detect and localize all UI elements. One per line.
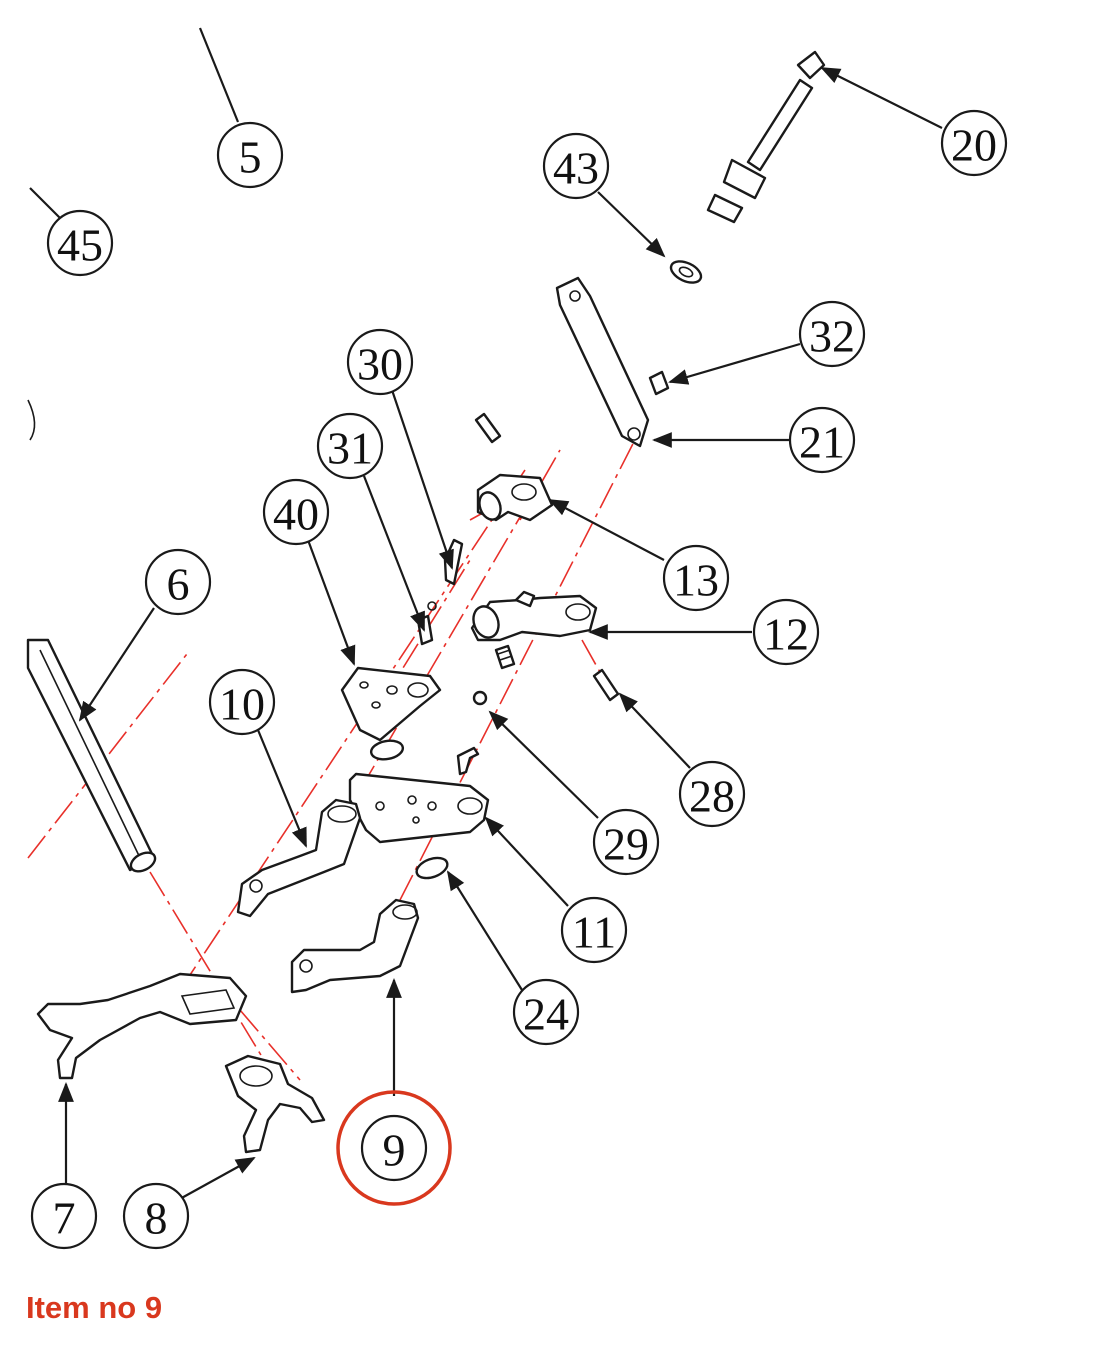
callout-9: 9 xyxy=(336,1090,452,1206)
callout-20: 20 xyxy=(940,109,1008,177)
callout-11-label: 11 xyxy=(572,907,616,958)
callout-24-label: 24 xyxy=(523,989,569,1040)
part-29-ball xyxy=(472,690,488,706)
callout-24: 24 xyxy=(512,978,580,1046)
callout-43: 43 xyxy=(542,132,610,200)
callout-29: 29 xyxy=(592,808,660,876)
part-45-fragment xyxy=(27,399,36,441)
callout-10: 10 xyxy=(208,668,276,736)
callout-45-label: 45 xyxy=(57,220,103,271)
part-21-lever xyxy=(555,276,650,448)
callout-5: 5 xyxy=(216,121,284,189)
callout-30-label: 30 xyxy=(357,339,403,390)
part-10-shift-lever xyxy=(236,798,362,918)
callout-21-label: 21 xyxy=(799,417,845,468)
callout-40-label: 40 xyxy=(273,489,319,540)
part-12-lever xyxy=(470,590,598,642)
callout-32: 32 xyxy=(798,300,866,368)
callout-10-label: 10 xyxy=(219,679,265,730)
callout-31: 31 xyxy=(316,412,384,480)
part-9-shift-lever xyxy=(290,898,420,994)
highlight-ring xyxy=(336,1090,452,1206)
callout-12-label: 12 xyxy=(763,609,809,660)
item-caption: Item no 9 xyxy=(26,1290,163,1325)
part-43-washer xyxy=(669,260,703,284)
callout-29-label: 29 xyxy=(603,819,649,870)
callout-45: 45 xyxy=(46,209,114,277)
callout-12: 12 xyxy=(752,598,820,666)
callout-7-label: 7 xyxy=(53,1193,76,1244)
part-13-bracket xyxy=(476,473,554,522)
part-7-shift-fork xyxy=(36,972,248,1080)
callout-13-label: 13 xyxy=(673,555,719,606)
part-6-shaft xyxy=(26,638,157,873)
callout-21: 21 xyxy=(788,406,856,474)
callout-9-label: 9 xyxy=(383,1125,406,1176)
part-11-plate xyxy=(348,772,490,844)
leader-lines xyxy=(29,27,943,1201)
part-24-o-ring xyxy=(415,856,449,880)
part-32-screw xyxy=(648,370,670,396)
part-20-sensor xyxy=(706,50,826,224)
screw-part xyxy=(456,746,480,776)
callout-6: 6 xyxy=(144,548,212,616)
callout-5-label: 5 xyxy=(239,132,262,183)
part-40-plate xyxy=(340,666,442,742)
callout-7: 7 xyxy=(30,1182,98,1250)
callout-40: 40 xyxy=(262,478,330,546)
callout-30: 30 xyxy=(346,328,414,396)
callout-20-label: 20 xyxy=(951,120,997,171)
pin-part xyxy=(474,412,502,444)
callout-28: 28 xyxy=(678,760,746,828)
callout-28-label: 28 xyxy=(689,771,735,822)
part-28-pin xyxy=(592,668,620,702)
callout-13: 13 xyxy=(662,544,730,612)
o-ring-part xyxy=(369,739,405,761)
callout-8: 8 xyxy=(122,1182,190,1250)
callout-31-label: 31 xyxy=(327,423,373,474)
callout-43-label: 43 xyxy=(553,143,599,194)
callout-32-label: 32 xyxy=(809,311,855,362)
spring-part xyxy=(494,644,516,670)
callout-8-label: 8 xyxy=(145,1193,168,1244)
part-8-shift-fork xyxy=(224,1054,326,1154)
callout-6-label: 6 xyxy=(167,559,190,610)
callout-11: 11 xyxy=(560,896,628,964)
